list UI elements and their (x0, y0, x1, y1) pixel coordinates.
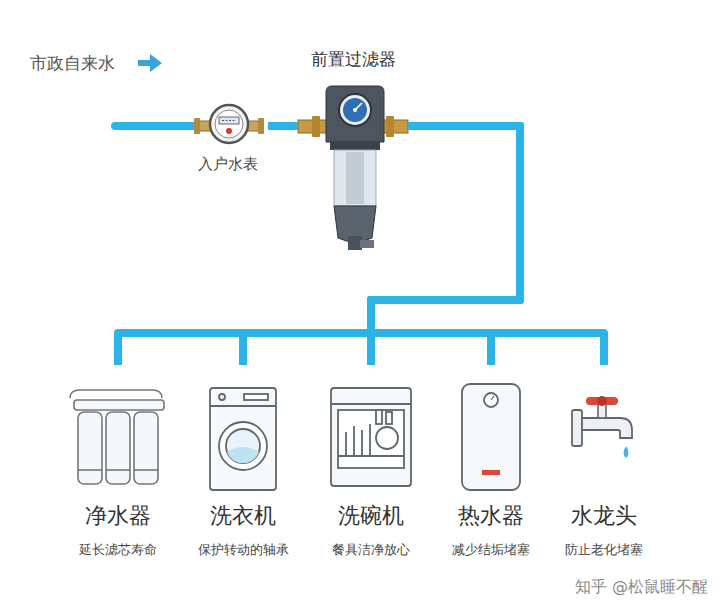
node-title: 前置过滤器 (311, 48, 396, 70)
faucet-icon (572, 396, 632, 458)
node-note: 保护转动的轴承 (198, 541, 289, 559)
watermark: 知乎 @松鼠睡不醒 (575, 577, 708, 597)
node-note: 减少结垢堵塞 (452, 541, 530, 559)
node-title: 入户水表 (198, 154, 258, 174)
inlet-pipe (115, 122, 200, 130)
appliance: 净水器延长滤芯寿命 (60, 365, 176, 565)
water-meter-icon (194, 105, 264, 143)
appliance: 水龙头防止老化堵塞 (546, 365, 662, 565)
node-note: 防止老化堵塞 (565, 541, 643, 559)
source-label: 市政自来水 (30, 52, 115, 74)
node-title: 热水器 (458, 501, 524, 531)
water-purifier-icon (70, 390, 164, 484)
pre-filter: 前置过滤器 (298, 48, 408, 254)
node-title: 净水器 (85, 501, 151, 531)
water-heater-icon (462, 384, 520, 490)
flow-arrow (138, 54, 162, 72)
appliance: 洗衣机保护转动的轴承 (185, 365, 301, 565)
appliance: 洗碗机餐具洁净放心 (313, 365, 429, 565)
pre-filter-icon (298, 86, 408, 250)
node-title: 水龙头 (571, 501, 637, 531)
node-title: 洗碗机 (338, 501, 404, 531)
node-title: 洗衣机 (210, 501, 276, 531)
washing-machine-icon (210, 388, 276, 490)
appliance: 热水器减少结垢堵塞 (433, 365, 549, 565)
node-note: 餐具洁净放心 (332, 541, 410, 559)
water-pipe (268, 122, 298, 130)
water-pipe (371, 126, 604, 365)
node-note: 延长滤芯寿命 (79, 541, 157, 559)
water-meter: 入户水表 (188, 100, 268, 174)
dishwasher-icon (331, 388, 411, 486)
